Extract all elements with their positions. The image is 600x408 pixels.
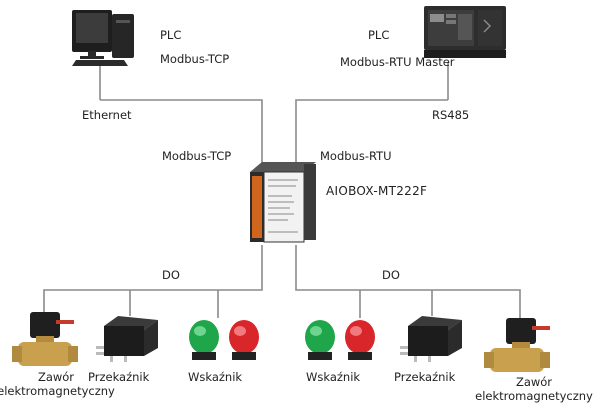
- relay-right-icon: [400, 316, 462, 362]
- solenoid-valve-right-icon: [484, 318, 550, 372]
- solenoid-valve-left-icon: [12, 312, 78, 366]
- do-left-line: [43, 245, 263, 318]
- do-right-label: DO: [382, 268, 400, 282]
- relay-right-label: Przekaźnik: [394, 370, 456, 384]
- plc-right-title: PLC: [368, 28, 390, 42]
- desktop-computer-icon: [72, 10, 134, 66]
- valve-left-label: Zawór elektromagnetyczny: [0, 370, 115, 398]
- plc-right-protocol: Modbus-RTU Master: [340, 55, 455, 69]
- do-right-line: [295, 245, 521, 318]
- connection-lines: [43, 62, 521, 318]
- relay-left-icon: [96, 316, 158, 362]
- relay-left-label: Przekaźnik: [88, 370, 150, 384]
- indicator-lights-left-icon: [189, 320, 259, 360]
- plc-left-protocol: Modbus-TCP: [160, 52, 230, 66]
- do-left-label: DO: [162, 268, 180, 282]
- gateway-right-protocol: Modbus-RTU: [320, 149, 392, 163]
- rs485-label: RS485: [432, 108, 470, 122]
- plc-left-title: PLC: [160, 28, 182, 42]
- gateway-name: AIOBOX-MT222F: [326, 184, 428, 198]
- ethernet-line: [100, 99, 263, 172]
- indicator-right-label: Wskaźnik: [306, 370, 361, 384]
- gateway-left-protocol: Modbus-TCP: [162, 149, 232, 163]
- valve-right-label: Zawór elektromagnetyczny: [475, 375, 593, 403]
- io-module-icon: [250, 162, 316, 243]
- indicator-left-label: Wskaźnik: [188, 370, 243, 384]
- plc-controller-icon: [424, 6, 506, 58]
- indicator-lights-right-icon: [305, 320, 375, 360]
- ethernet-label: Ethernet: [82, 108, 132, 122]
- rs485-line: [295, 99, 448, 172]
